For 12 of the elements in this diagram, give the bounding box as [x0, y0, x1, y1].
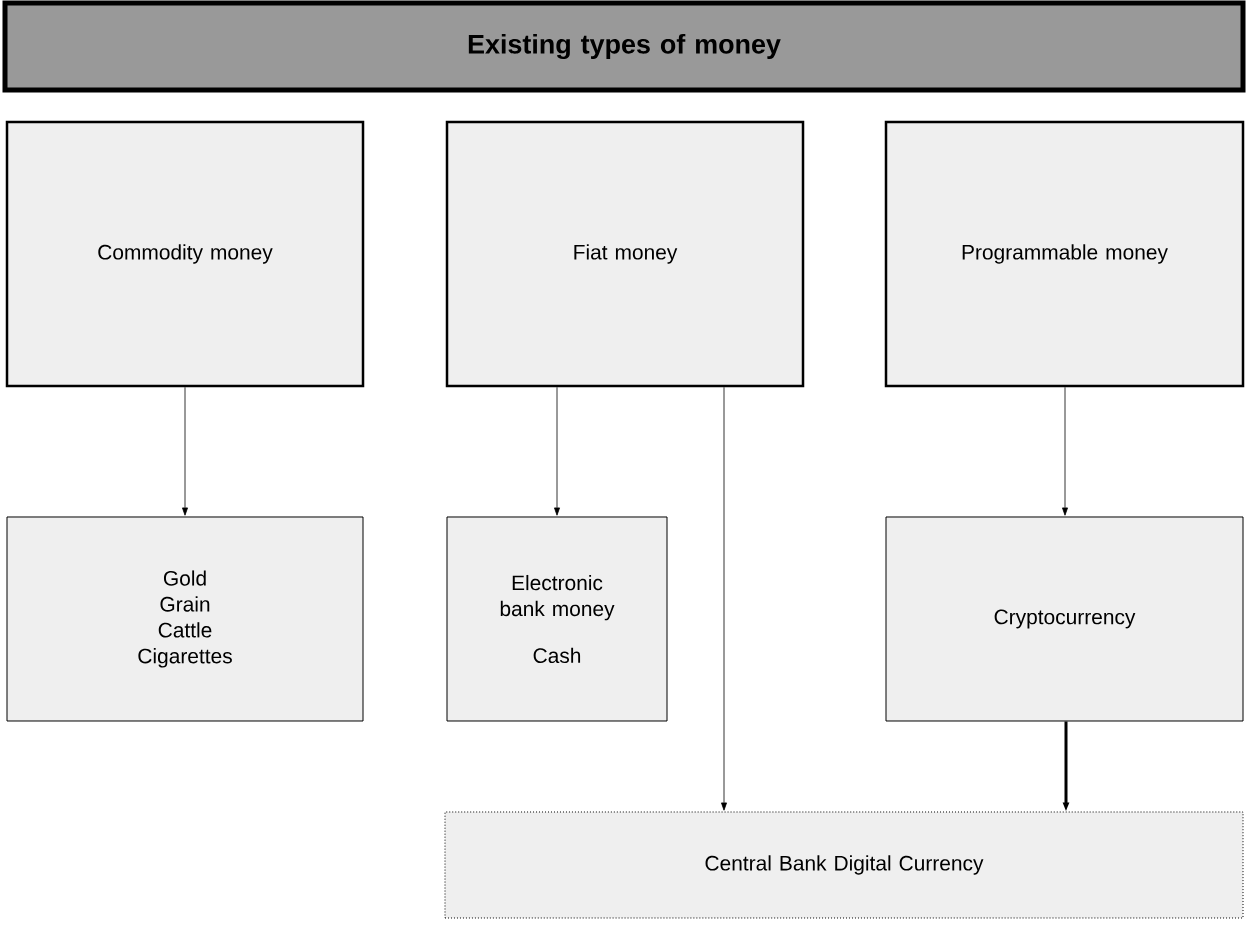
example-box: Cryptocurrency [885, 516, 1244, 722]
arrow [721, 386, 727, 811]
example-box: Gold Grain Cattle Cigarettes [6, 516, 364, 722]
category-box: Fiat money [445, 120, 805, 388]
dotted-box: Central Bank Digital Currency [444, 811, 1244, 919]
arrow [1062, 386, 1068, 516]
category-box: Commodity money [5, 120, 365, 388]
title-banner: Existing types of money [2, 0, 1246, 93]
example-box: Electronic bank money Cash [446, 516, 668, 722]
category-box: Programmable money [884, 120, 1245, 388]
arrow [182, 386, 188, 516]
arrow [554, 386, 560, 516]
